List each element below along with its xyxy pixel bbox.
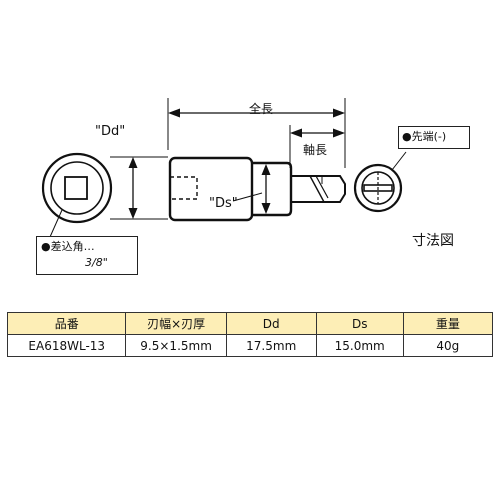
spec-table: 品番 刃幅×刃厚 Dd Ds 重量 EA618WL-13 9.5×1.5mm 1… — [6, 312, 494, 357]
header-blade-size: 刃幅×刃厚 — [125, 312, 227, 335]
dd-dimension — [110, 156, 168, 220]
drive-end-view — [41, 152, 113, 224]
cell-ds: 15.0mm — [315, 334, 404, 357]
bit-socket-side-view — [168, 156, 346, 222]
dimension-drawing — [41, 98, 407, 238]
diagram-title: 寸法図 — [412, 233, 454, 249]
cell-part-number: EA618WL-13 — [6, 334, 127, 357]
drive-note-line2: 3/8" — [85, 256, 108, 269]
drive-note-leader — [49, 209, 63, 238]
cell-dd: 17.5mm — [225, 334, 317, 357]
shaft-length-label: 軸長 — [303, 143, 328, 157]
drive-note-box: ●差込角… 3/8" — [36, 236, 138, 275]
tip-note-box: ●先端(-) — [398, 126, 470, 149]
cell-blade-size: 9.5×1.5mm — [125, 334, 227, 357]
header-ds: Ds — [315, 312, 404, 335]
shaft-length-dimension — [289, 125, 345, 168]
table-row: EA618WL-13 9.5×1.5mm 17.5mm 15.0mm 40g — [6, 334, 494, 357]
spec-header-row: 品番 刃幅×刃厚 Dd Ds 重量 — [6, 312, 494, 335]
overall-length-dimension — [167, 98, 346, 168]
tip-note: ●先端(-) — [402, 130, 447, 143]
ds-label: "Ds" — [209, 196, 238, 211]
drive-note-line1: ●差込角… — [41, 240, 95, 253]
header-weight: 重量 — [402, 312, 494, 335]
tip-end-view — [353, 151, 407, 213]
dd-label: "Dd" — [95, 124, 126, 139]
overall-length-label: 全長 — [249, 102, 274, 116]
ds-dimension — [232, 164, 271, 214]
cell-weight: 40g — [402, 334, 494, 357]
header-dd: Dd — [225, 312, 317, 335]
header-part-number: 品番 — [6, 312, 127, 335]
